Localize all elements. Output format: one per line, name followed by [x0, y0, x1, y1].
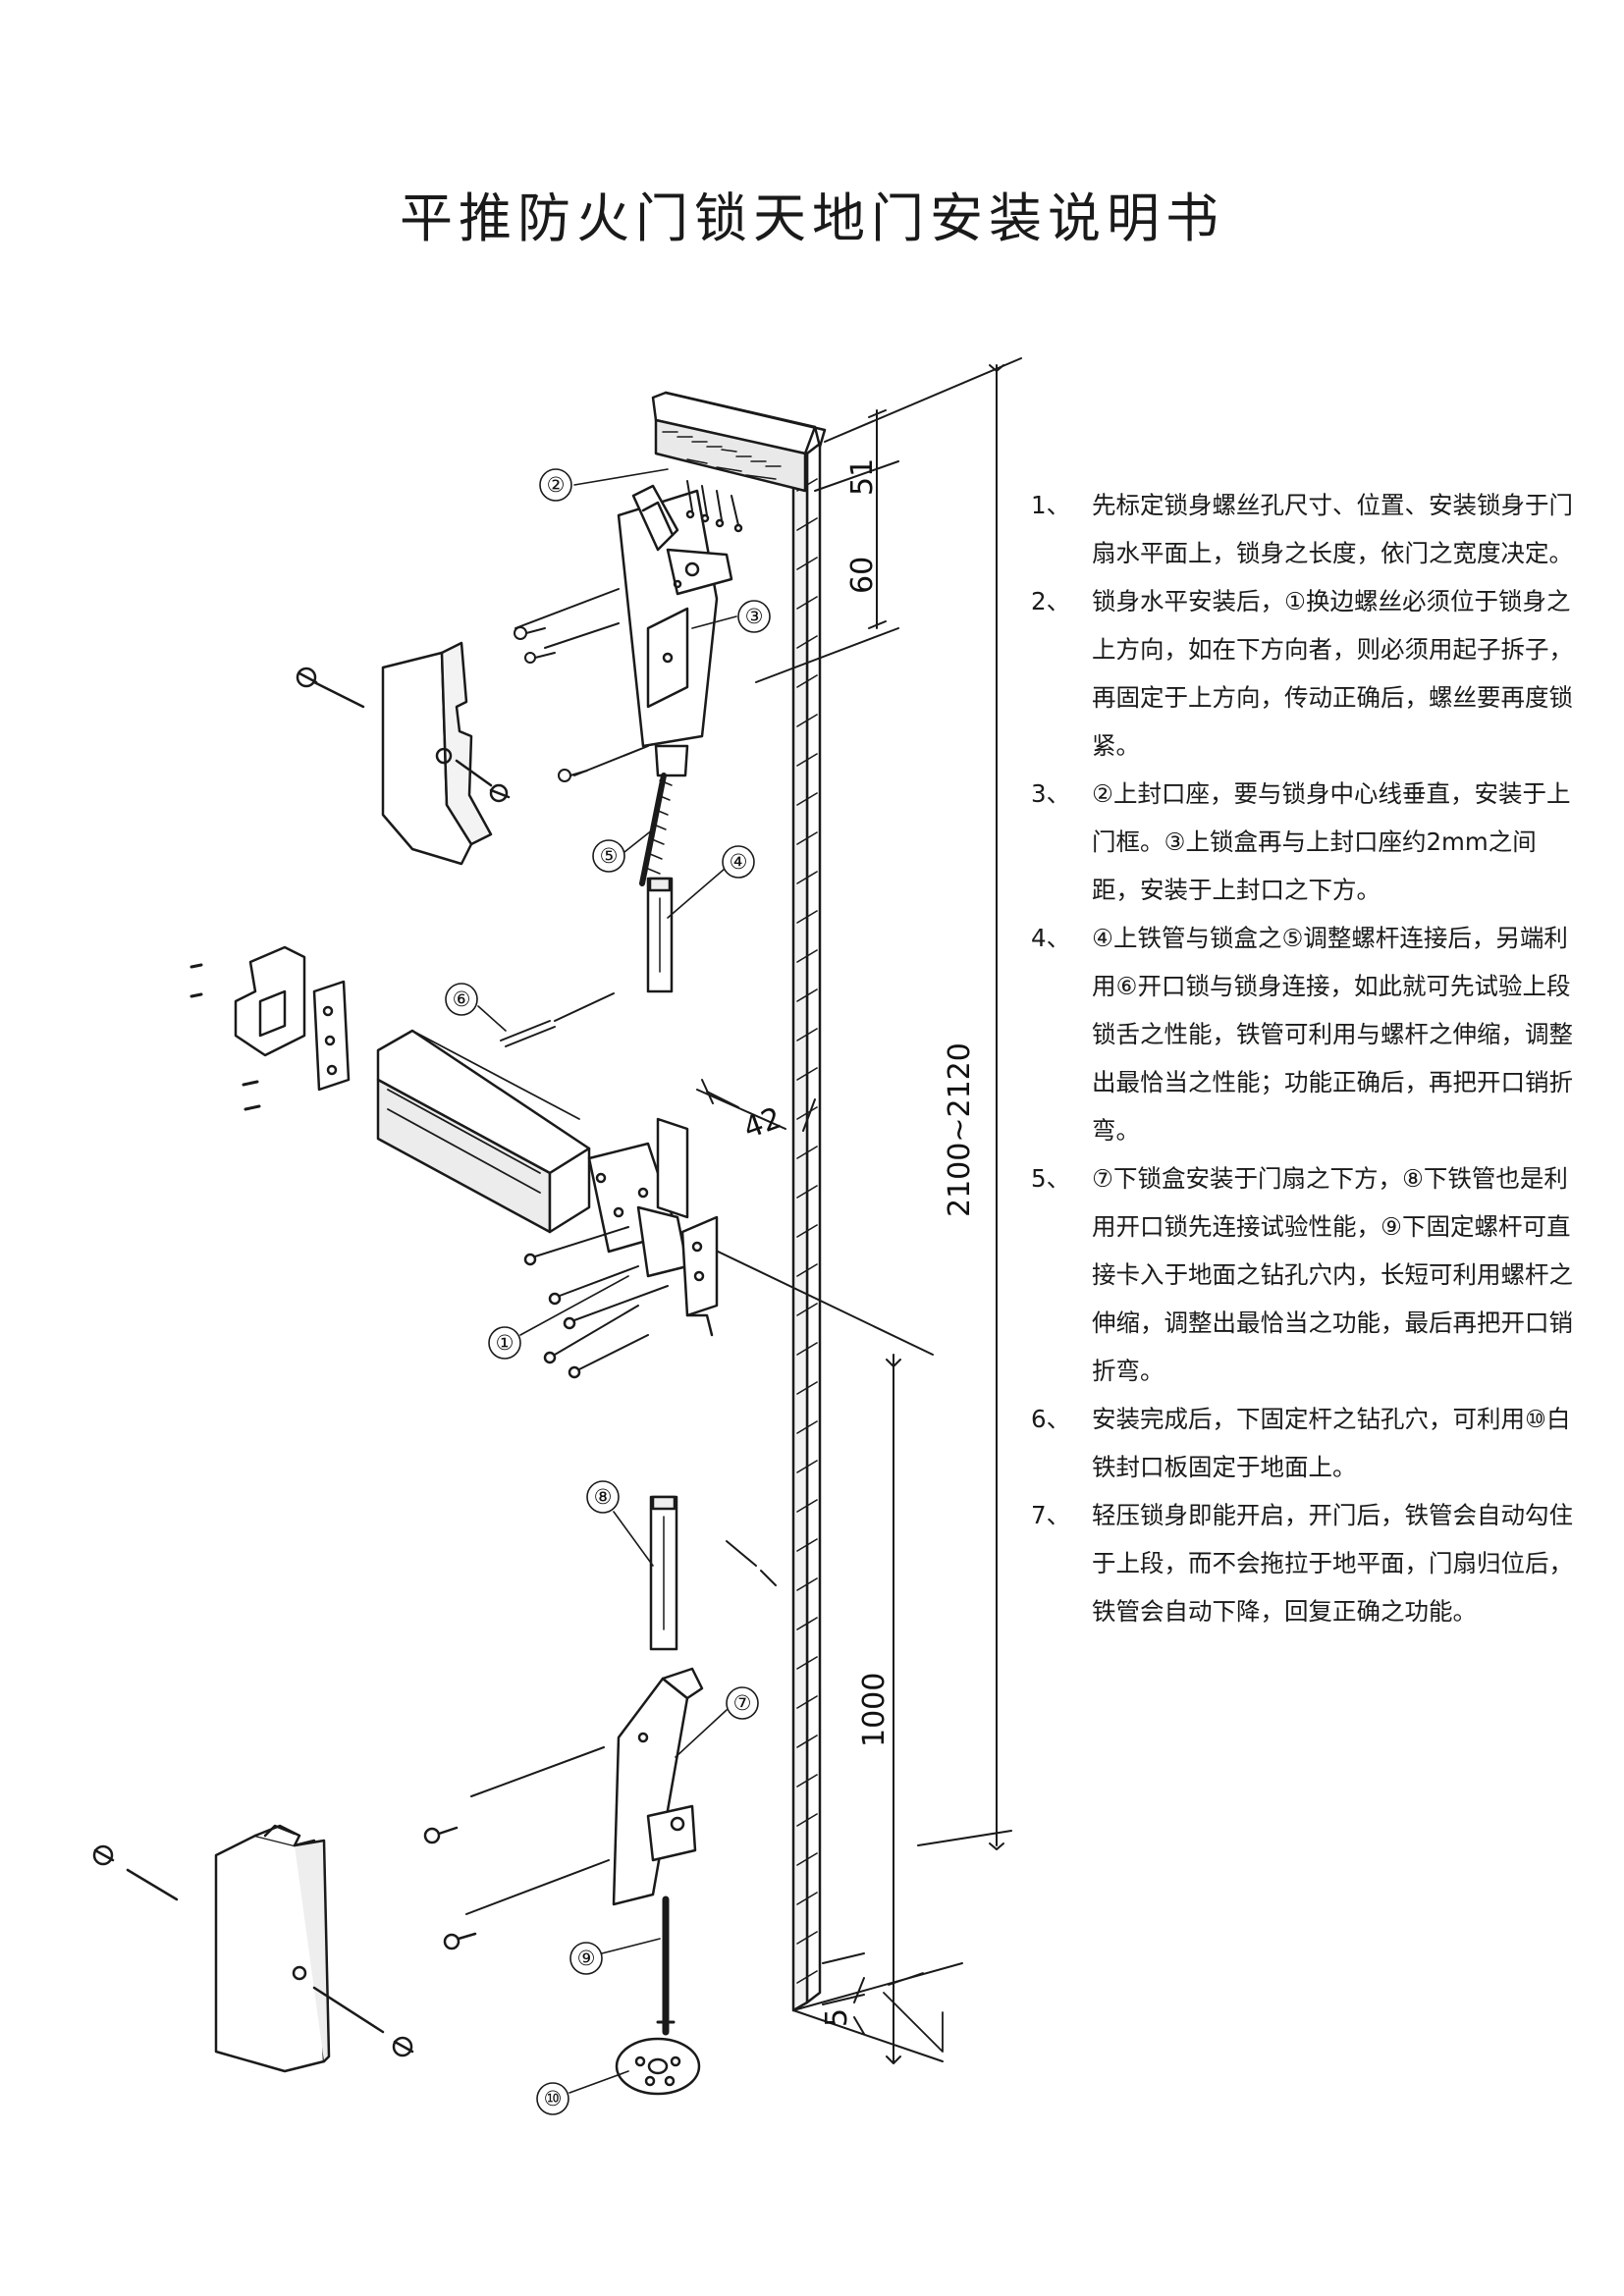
instruction-number: 1、: [1031, 491, 1071, 519]
lower-iron-pipe: [649, 1495, 777, 1651]
instruction-item: 3、 ②上封口座，要与锁身中心线垂直，安装于上门框。③上锁盒再与上封口座约2mm…: [1031, 770, 1581, 914]
dimension-51: 51: [845, 458, 880, 496]
callout-2: ②: [547, 473, 566, 497]
instruction-number: 5、: [1031, 1164, 1071, 1193]
instruction-item: 1、 先标定锁身螺丝孔尺寸、位置、安装锁身于门扇水平面上，锁身之长度，依门之宽度…: [1031, 481, 1581, 577]
dimension-total-height: 2100~2120: [943, 1042, 977, 1217]
instruction-item: 6、 安装完成后，下固定杆之钻孔穴，可利用⑩白铁封口板固定于地面上。: [1031, 1395, 1581, 1491]
cotter-pin-upper: [500, 992, 615, 1047]
page-title: 平推防火门锁天地门安装说明书: [400, 187, 1224, 249]
dimension-5: 5: [820, 2008, 854, 2027]
instruction-text: ⑦下锁盒安装于门扇之下方，⑧下铁管也是利用开口锁先连接试验性能，⑨下固定螺杆可直…: [1092, 1164, 1573, 1385]
instruction-item: 5、 ⑦下锁盒安装于门扇之下方，⑧下铁管也是利用开口锁先连接试验性能，⑨下固定螺…: [1031, 1154, 1581, 1395]
callouts: ② ③ ⑤ ④ ⑥ ① ⑧ ⑦ ⑨ ⑩: [445, 468, 771, 2115]
instruction-text: ②上封口座，要与锁身中心线垂直，安装于上门框。③上锁盒再与上封口座约2mm之间距…: [1092, 779, 1571, 904]
instruction-number: 7、: [1031, 1501, 1071, 1529]
instruction-text: ④上铁管与锁盒之⑤调整螺杆连接后，另端利用⑥开口锁与锁身连接，如此就可先试验上段…: [1092, 924, 1573, 1145]
callout-4: ④: [730, 850, 748, 874]
dimension-42: 42: [739, 1101, 786, 1147]
lower-cover-bracket: [92, 1824, 414, 2073]
instruction-text: 先标定锁身螺丝孔尺寸、位置、安装锁身于门扇水平面上，锁身之长度，依门之宽度决定。: [1092, 491, 1573, 567]
upper-iron-pipe: [646, 877, 674, 993]
instruction-number: 6、: [1031, 1405, 1071, 1433]
lower-fixing-rod: [656, 1896, 676, 2036]
end-mount-bracket: [189, 945, 351, 1111]
callout-9: ⑨: [577, 1947, 596, 1970]
instruction-number: 2、: [1031, 587, 1071, 615]
callout-8: ⑧: [594, 1485, 613, 1509]
upper-cover-bracket: [296, 641, 511, 866]
floor-plate: [615, 2037, 701, 2096]
upper-screws: [514, 588, 649, 782]
instruction-text: 安装完成后，下固定杆之钻孔穴，可利用⑩白铁封口板固定于地面上。: [1092, 1405, 1571, 1481]
instruction-item: 4、 ④上铁管与锁盒之⑤调整螺杆连接后，另端利用⑥开口锁与锁身连接，如此就可先试…: [1031, 914, 1581, 1154]
door-edge: [791, 442, 963, 2062]
instruction-item: 2、 锁身水平安装后，①换边螺丝必须位于锁身之上方向，如在下方向者，则必须用起子…: [1031, 577, 1581, 770]
instruction-text: 轻压锁身即能开启，开门后，铁管会自动勾住于上段，而不会拖拉于地平面，门扇归位后，…: [1092, 1501, 1573, 1626]
callout-5: ⑤: [600, 844, 619, 868]
instruction-item: 7、 轻压锁身即能开启，开门后，铁管会自动勾住于上段，而不会拖拉于地平面，门扇归…: [1031, 1491, 1581, 1635]
latch-hinge-assembly: [523, 1117, 719, 1379]
instruction-number: 4、: [1031, 924, 1071, 952]
callout-10: ⑩: [544, 2087, 563, 2110]
lower-lock-box: [423, 1667, 704, 1950]
adjusting-screw-rod: [639, 744, 689, 886]
callout-7: ⑦: [733, 1691, 752, 1715]
upper-lock-box: [617, 480, 743, 748]
upper-door-frame: [651, 391, 827, 493]
dimension-60: 60: [845, 557, 880, 594]
instruction-number: 3、: [1031, 779, 1071, 808]
dimension-1000: 1000: [857, 1673, 892, 1747]
callout-3: ③: [745, 605, 764, 628]
callout-1: ①: [496, 1331, 514, 1355]
callout-6: ⑥: [453, 988, 471, 1011]
lock-body-bar: [376, 1029, 679, 1254]
instruction-text: 锁身水平安装后，①换边螺丝必须位于锁身之上方向，如在下方向者，则必须用起子拆子，…: [1092, 587, 1573, 760]
installation-instructions: 1、 先标定锁身螺丝孔尺寸、位置、安装锁身于门扇水平面上，锁身之长度，依门之宽度…: [1031, 481, 1581, 1635]
dimension-lines: 51 60 42 2100~2120 1000 5: [686, 357, 1022, 2064]
